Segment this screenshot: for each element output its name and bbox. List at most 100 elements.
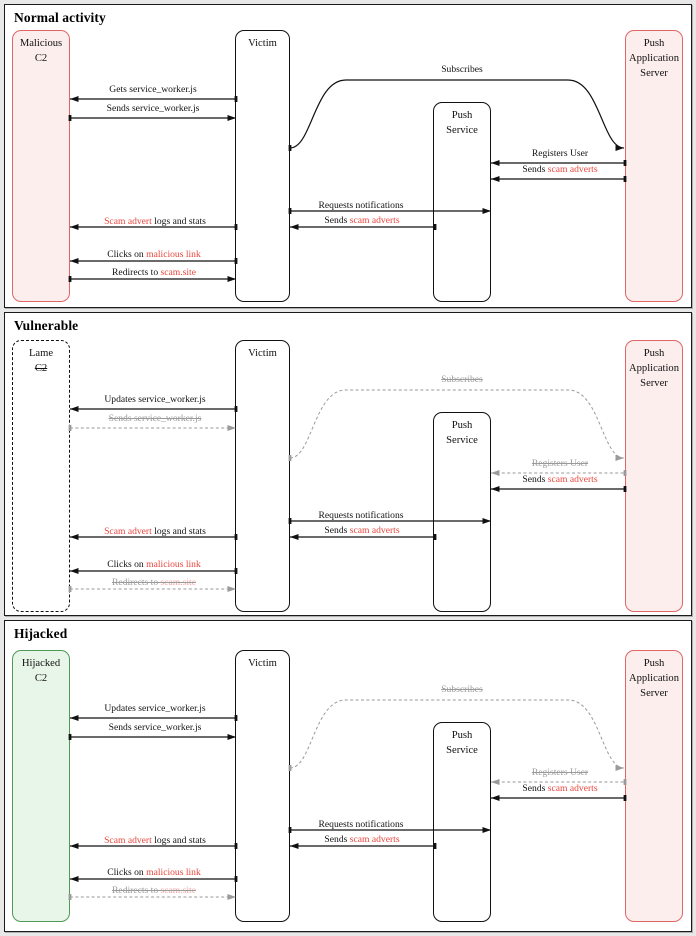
arrow-tail-normal-activity-sends-adv-pas — [623, 176, 627, 182]
arrow-normal-activity-subscribes — [289, 79, 625, 151]
message-label-part: Sends — [522, 474, 548, 485]
arrow-tail-vulnerable-subscribes — [288, 455, 292, 461]
message-label-part: scam adverts — [349, 215, 400, 226]
lifeline-label: Victim — [248, 658, 277, 669]
message-label-part: Registers User — [531, 148, 589, 159]
message-label-part: scam adverts — [547, 474, 598, 485]
message-label-vulnerable-logs-stats: Scam advert logs and stats — [104, 526, 206, 537]
message-label-part: malicious link — [146, 559, 201, 570]
lifeline-label: Victim — [248, 348, 277, 359]
arrow-tail-vulnerable-redirects — [68, 586, 72, 592]
message-label-part: Sends service_worker.js — [108, 413, 202, 424]
lifeline-label: Application — [628, 53, 679, 64]
arrow-tail-hijacked-logs-stats — [234, 843, 238, 849]
lifeline-label: Push — [643, 348, 665, 359]
message-label-part: Sends — [522, 164, 548, 175]
arrow-tail-hijacked-subscribes — [288, 765, 292, 771]
arrow-tail-hijacked-clicks — [234, 876, 238, 882]
message-label-part: malicious link — [146, 867, 201, 878]
arrow-tail-hijacked-sends-adv-pas — [623, 795, 627, 801]
lifeline-label: Push — [643, 38, 665, 49]
message-label-hijacked-sends-adv-vic: Sends scam adverts — [324, 834, 399, 845]
arrow-tail-vulnerable-sends-adv-vic — [433, 534, 437, 540]
arrow-tail-vulnerable-updates-sw — [234, 406, 238, 412]
message-label-part: scam.site — [160, 577, 196, 588]
arrow-tail-normal-activity-registers — [623, 160, 627, 166]
message-label-part: scam adverts — [547, 164, 598, 175]
message-label-hijacked-req-notif: Requests notifications — [319, 819, 404, 830]
panel-title: Normal activity — [14, 10, 106, 25]
arrow-tail-hijacked-req-notif — [288, 827, 292, 833]
lifeline-label: Push — [451, 110, 473, 121]
arrow-vulnerable-subscribes — [289, 389, 625, 461]
message-label-part: Updates service_worker.js — [104, 703, 206, 714]
message-label-part: Subscribes — [441, 64, 483, 75]
message-label-part: scam adverts — [547, 783, 598, 794]
message-label-part: Redirects to — [112, 885, 161, 896]
message-label-hijacked-sends-sw: Sends service_worker.js — [109, 722, 202, 733]
message-label-part: scam adverts — [349, 525, 400, 536]
message-label-part: Registers User — [531, 767, 589, 778]
arrow-tail-vulnerable-sends-sw — [68, 425, 72, 431]
lifeline-label: Malicious — [19, 38, 63, 49]
message-label-vulnerable-sends-adv-vic: Sends scam adverts — [324, 525, 399, 536]
message-label-part: Sends — [522, 783, 548, 794]
message-label-normal-activity-req-notif: Requests notifications — [319, 200, 404, 211]
lifeline-hijacked-victim[interactable]: Victim — [235, 650, 290, 922]
message-label-part: Gets service_worker.js — [109, 84, 197, 95]
arrow-tail-normal-activity-gets-sw — [234, 96, 238, 102]
lifeline-label: Server — [640, 68, 668, 79]
arrow-tail-normal-activity-sends-sw — [68, 115, 72, 121]
message-label-normal-activity-subscribes: Subscribes — [441, 64, 483, 75]
arrow-tail-normal-activity-clicks — [234, 258, 238, 264]
message-label-part: Sends — [324, 525, 350, 536]
arrow-tail-normal-activity-req-notif — [288, 208, 292, 214]
message-label-normal-activity-logs-stats: Scam advert logs and stats — [104, 216, 206, 227]
arrow-tail-vulnerable-sends-adv-pas — [623, 486, 627, 492]
message-label-vulnerable-sends-adv-pas: Sends scam adverts — [522, 474, 597, 485]
message-label-normal-activity-redirects: Redirects to scam.site — [112, 267, 196, 278]
message-label-hijacked-updates-sw: Updates service_worker.js — [104, 703, 205, 714]
lifeline-label: Victim — [248, 38, 277, 49]
arrow-tail-normal-activity-sends-adv-vic — [433, 224, 437, 230]
message-label-normal-activity-sends-adv-pas: Sends scam adverts — [522, 164, 597, 175]
arrow-tail-hijacked-sends-sw — [68, 734, 72, 740]
lifeline-label: C2 — [34, 363, 48, 374]
message-label-part: scam adverts — [349, 834, 400, 845]
lifeline-label: C2 — [34, 53, 48, 64]
lifeline-label: Push — [643, 658, 665, 669]
message-label-part: Sends — [324, 215, 350, 226]
message-label-normal-activity-sends-sw: Sends service_worker.js — [107, 103, 200, 114]
message-label-hijacked-clicks: Clicks on malicious link — [107, 867, 201, 878]
arrow-tail-hijacked-updates-sw — [234, 715, 238, 721]
lifeline-label: Lame — [28, 348, 54, 359]
lifeline-label: Server — [640, 378, 668, 389]
message-label-part: Clicks on — [107, 867, 147, 878]
message-label-part: Requests notifications — [318, 510, 404, 521]
lifeline-label: Application — [628, 363, 679, 374]
arrow-tail-hijacked-sends-adv-vic — [433, 843, 437, 849]
message-label-hijacked-logs-stats: Scam advert logs and stats — [104, 835, 206, 846]
message-label-hijacked-subscribes: Subscribes — [441, 684, 483, 695]
message-label-part: Updates service_worker.js — [104, 394, 206, 405]
lifeline-label: Service — [446, 745, 478, 756]
message-label-hijacked-registers: Registers User — [532, 767, 588, 778]
lifeline-normal-activity-victim[interactable]: Victim — [235, 30, 290, 302]
message-label-vulnerable-redirects: Redirects to scam.site — [112, 577, 196, 588]
lifeline-label: C2 — [34, 673, 48, 684]
message-label-part: logs and stats — [151, 526, 206, 537]
message-label-part: Scam advert — [104, 526, 152, 537]
lifeline-vulnerable-victim[interactable]: Victim — [235, 340, 290, 612]
message-label-hijacked-redirects: Redirects to scam.site — [112, 885, 196, 896]
lifeline-label: Service — [446, 435, 478, 446]
lifeline-label: Hijacked — [21, 658, 61, 669]
